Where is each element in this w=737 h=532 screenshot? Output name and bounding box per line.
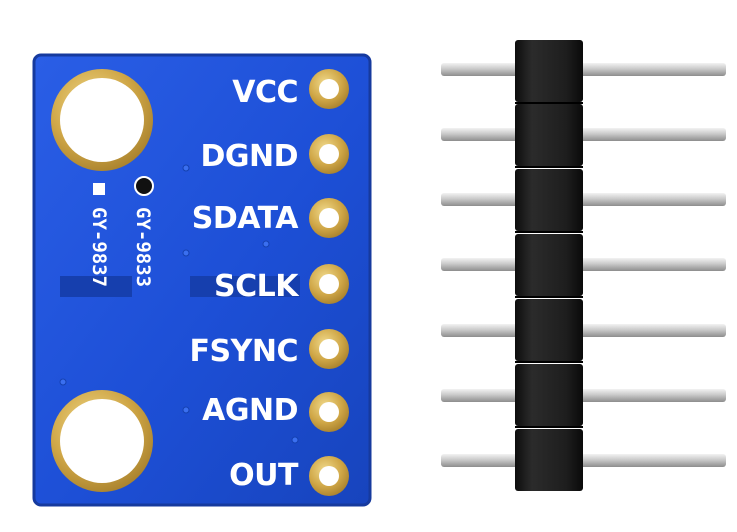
header-pin-7 (441, 454, 726, 467)
pad-agnd (309, 392, 349, 432)
breakout-board: GY-9837 GY-9833 VCC DGND SDATA SCLK FSYN… (32, 53, 372, 507)
pad-dgnd (309, 134, 349, 174)
header-pin-6 (441, 389, 726, 402)
silkscreen-part-right: GY-9833 (132, 207, 154, 287)
pin-label-dgnd: DGND (200, 139, 298, 174)
header-pin-1 (441, 63, 726, 76)
pad-fsync (309, 329, 349, 369)
header-pin-5 (441, 324, 726, 337)
pin-labels: VCC DGND SDATA SCLK FSYNC AGND OUT (190, 75, 301, 493)
pin-label-fsync: FSYNC (190, 334, 298, 369)
header-block-6 (515, 364, 583, 426)
selected-variant-dot (134, 176, 154, 196)
header-block-5 (515, 299, 583, 361)
header-pin-4 (441, 258, 726, 271)
header-block-7 (515, 429, 583, 491)
header-seams (515, 102, 583, 428)
header-pin-3 (441, 193, 726, 206)
trace-strip-left (60, 276, 132, 297)
pin-header (441, 40, 726, 491)
silkscreen-part-left: GY-9837 (88, 207, 110, 287)
header-block-1 (515, 40, 583, 102)
pin-label-out: OUT (229, 458, 299, 493)
pad-sdata (309, 198, 349, 238)
pad-sclk (309, 264, 349, 304)
mounting-hole-top (51, 69, 153, 171)
vias (59, 164, 299, 444)
pin-label-sdata: SDATA (192, 201, 300, 236)
header-block-3 (515, 169, 583, 231)
silkscreen-square-marker (93, 183, 105, 195)
header-housing (515, 40, 583, 491)
header-block-4 (515, 234, 583, 296)
mounting-hole-bottom (51, 390, 153, 492)
header-pins (441, 63, 726, 467)
pad-vcc (309, 69, 349, 109)
header-block-2 (515, 104, 583, 166)
header-pin-2 (441, 128, 726, 141)
pin-label-agnd: AGND (202, 393, 298, 428)
pcb-edge (32, 53, 372, 507)
pin-pads (309, 69, 349, 496)
trace-strip-right (190, 276, 300, 297)
pin-label-vcc: VCC (232, 75, 298, 110)
pin-label-sclk: SCLK (214, 269, 300, 304)
pad-out (309, 456, 349, 496)
